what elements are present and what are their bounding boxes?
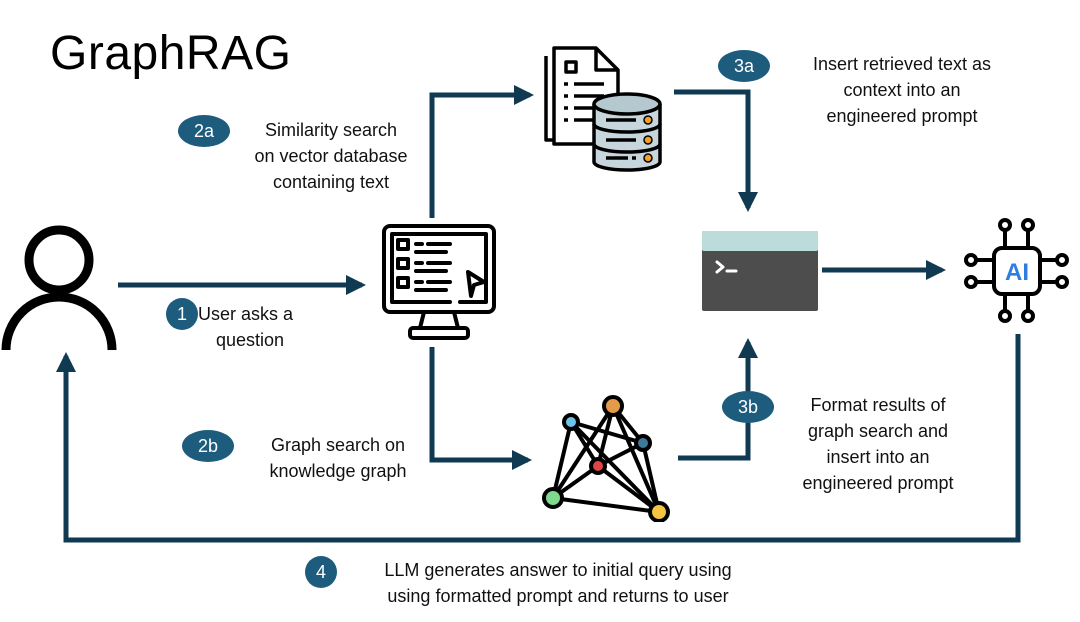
step-3b-line: graph search and xyxy=(807,421,949,441)
step-2a-line: containing text xyxy=(272,172,390,192)
step-4-line: using formatted prompt and returns to us… xyxy=(387,586,729,606)
step-1-badge: 1 xyxy=(166,298,198,330)
step-1-line: question xyxy=(216,330,285,350)
arrow-ai-to-user xyxy=(56,334,1021,543)
step-2a-badge: 2a xyxy=(178,115,230,147)
step-2a-line: on vector database xyxy=(254,146,408,166)
step-3a-label: Insert retrieved text as context into an… xyxy=(780,51,1024,129)
computer-monitor-icon xyxy=(382,224,496,340)
arrow-graph-to-prompt xyxy=(678,338,758,461)
step-3b-line: insert into an xyxy=(826,447,930,467)
step-3a-line: Insert retrieved text as xyxy=(812,54,992,74)
step-4-label: LLM generates answer to initial query us… xyxy=(342,557,774,609)
step-4-badge: 4 xyxy=(305,556,337,588)
graph-node-red xyxy=(589,457,607,475)
graph-node-steelblue xyxy=(634,434,652,452)
arrow-vectordb-to-prompt xyxy=(674,89,758,212)
step-2b-line: knowledge graph xyxy=(269,461,407,481)
ai-chip-icon: AI xyxy=(964,218,1069,323)
step-2b-badge: 2b xyxy=(182,430,234,462)
step-2a-label: Similarity search on vector database con… xyxy=(238,117,424,195)
step-3b-label: Format results of graph search and inser… xyxy=(780,392,976,496)
graph-node-yellow xyxy=(648,501,670,522)
graph-node-orange xyxy=(602,395,624,417)
step-2b-label: Graph search on knowledge graph xyxy=(250,432,426,484)
step-3a-line: context into an xyxy=(843,80,961,100)
step-3b-line: engineered prompt xyxy=(802,473,954,493)
graph-node-green xyxy=(542,487,564,509)
arrow-computer-to-graph xyxy=(429,347,532,470)
step-3a-badge: 3a xyxy=(718,50,770,82)
diagram-title: GraphRAG xyxy=(50,27,292,80)
step-3b-line: Format results of xyxy=(810,395,946,415)
step-2b-line: Graph search on xyxy=(270,435,406,455)
user-icon xyxy=(1,225,117,351)
ai-chip-label: AI xyxy=(1005,259,1029,286)
step-1-line: User asks a xyxy=(198,304,294,324)
document-database-icon xyxy=(544,46,662,172)
arrow-computer-to-vectordb xyxy=(429,85,534,218)
graph-node-lightblue xyxy=(562,413,580,431)
step-2a-line: Similarity search xyxy=(264,120,398,140)
terminal-prompt-icon xyxy=(702,231,818,311)
step-3b-badge: 3b xyxy=(722,391,774,423)
step-3a-line: engineered prompt xyxy=(826,106,978,126)
step-4-line: LLM generates answer to initial query us… xyxy=(384,560,732,580)
step-1-label: User asks a question xyxy=(198,301,293,353)
knowledge-graph-icon xyxy=(542,395,670,522)
